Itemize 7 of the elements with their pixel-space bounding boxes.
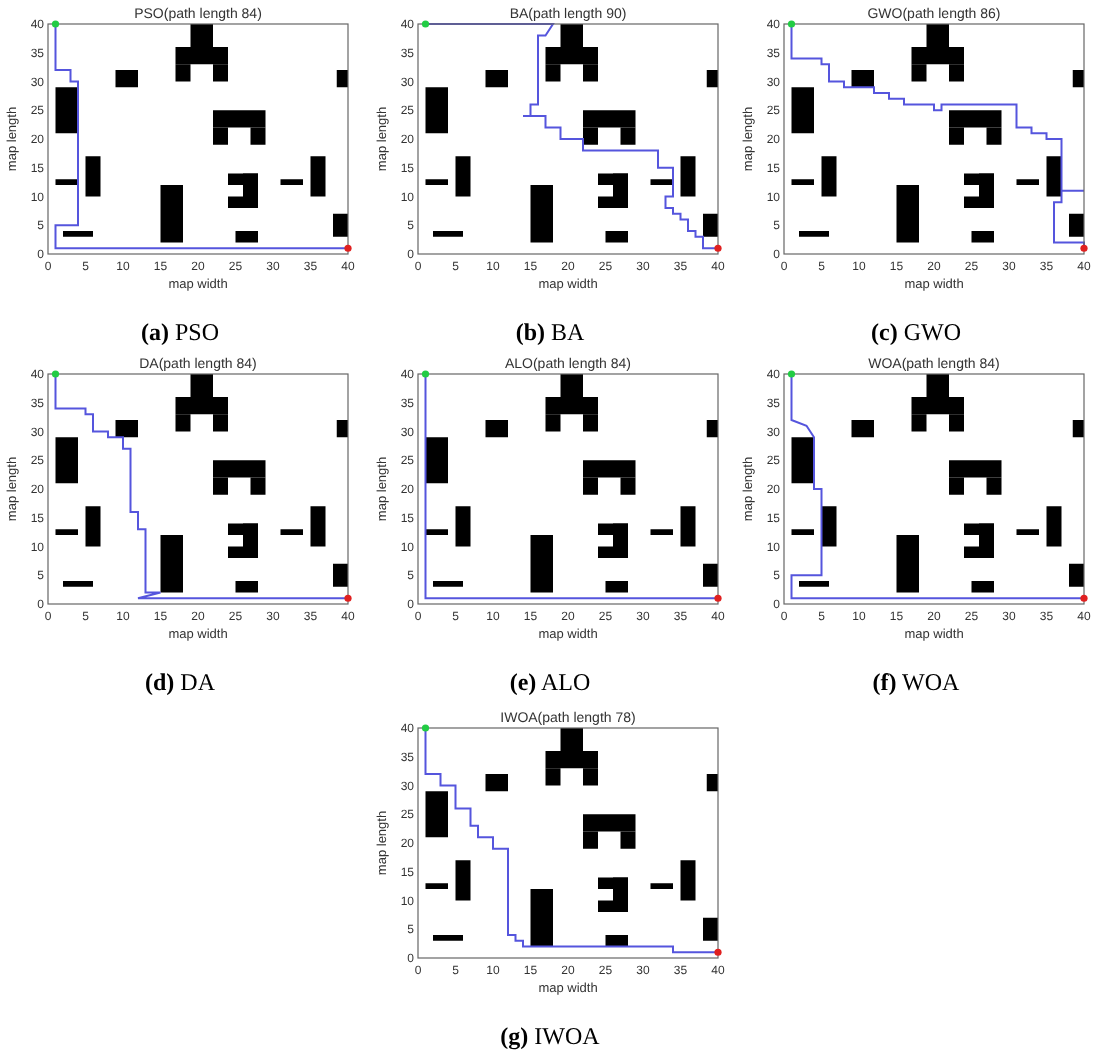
figure-caption: (g) IWOA	[498, 1022, 602, 1052]
figure-caption: (b) BA	[513, 318, 587, 348]
figure-caption: (e) ALO	[507, 668, 593, 698]
figure-caption: (a) PSO	[138, 318, 221, 348]
figure-caption: (f) WOA	[870, 668, 962, 698]
figure-caption: (d) DA	[142, 668, 217, 698]
figure-caption: (c) GWO	[869, 318, 963, 348]
